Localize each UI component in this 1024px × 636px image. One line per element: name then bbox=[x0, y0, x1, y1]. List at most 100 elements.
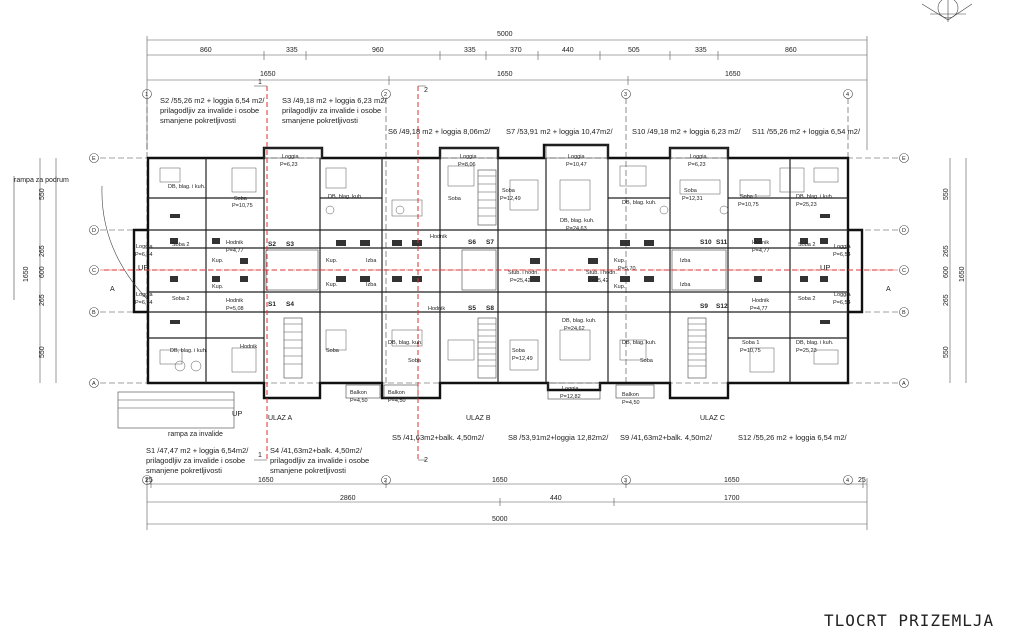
room-area: P=25,23 bbox=[796, 202, 817, 208]
room-label: Hodnik bbox=[226, 298, 243, 304]
unit-s4-note: prilagodljiv za invalide i osobe bbox=[270, 456, 369, 465]
dim-top-seg: 860 bbox=[200, 47, 212, 54]
stair-tag: S7 bbox=[486, 239, 494, 246]
room-label: DB, blag. i kuh. bbox=[168, 184, 206, 190]
room-area: P=4,50 bbox=[350, 398, 368, 404]
dim-top-seg: 335 bbox=[695, 47, 707, 54]
room-area: P=4,50 bbox=[622, 400, 640, 406]
stair-tag: S4 bbox=[286, 301, 294, 308]
stair-cores bbox=[265, 169, 727, 379]
room-area: P=6,54 bbox=[135, 300, 153, 306]
entrance-b-label: ULAZ B bbox=[466, 415, 491, 422]
dimension-bottom: 25 1650 1650 1650 25 2860 440 1700 5000 bbox=[145, 477, 868, 530]
room-label: Kup. bbox=[614, 284, 626, 290]
room-label: DB, blag. kuh. bbox=[562, 318, 597, 324]
room-area: P=10,75 bbox=[738, 202, 759, 208]
unit-s11-label: S11 /55,26 m2 + loggia 6,54 m2/ bbox=[752, 127, 861, 136]
room-area: P=6,54 bbox=[833, 252, 851, 258]
dim-top-third: 1650 bbox=[497, 71, 513, 78]
room-area: P=10,75 bbox=[232, 203, 253, 209]
room-area: P=8,06 bbox=[458, 162, 476, 168]
room-label: DB, blag. kuh. bbox=[560, 218, 595, 224]
axis-row-label: B bbox=[92, 310, 96, 316]
ramp-basement-label: rampa za podrum bbox=[14, 177, 69, 184]
room-label: Soba bbox=[326, 348, 340, 354]
dim-top-seg: 335 bbox=[286, 47, 298, 54]
dim-top-seg: 335 bbox=[464, 47, 476, 54]
section-marker: 1 bbox=[258, 79, 262, 86]
room-label: Izba bbox=[680, 258, 691, 264]
unit-labels-top: S2 /55,26 m2 + loggia 6,54 m2/ prilagodl… bbox=[160, 96, 861, 136]
room-area: P=25,42 bbox=[588, 278, 609, 284]
room-label: Kup. bbox=[212, 284, 224, 290]
room-area: P=4,77 bbox=[226, 248, 244, 254]
stair-tag: S11 bbox=[716, 239, 728, 246]
room-area: P=10,47 bbox=[566, 162, 587, 168]
dim-bottom-third: 1650 bbox=[724, 477, 740, 484]
unit-labels-bottom: S1 /47,47 m2 + loggia 6,54m2/ prilagodlj… bbox=[146, 433, 848, 475]
axis-row-label: C bbox=[92, 268, 96, 274]
room-label: Hodnik bbox=[752, 240, 769, 246]
room-label: Hodnik bbox=[226, 240, 243, 246]
room-label: Loggia bbox=[690, 154, 707, 160]
room-label: Loggia bbox=[562, 386, 579, 392]
dimension-right: 550 265 600 265 550 1650 bbox=[943, 158, 967, 383]
dim-right-total: 1650 bbox=[959, 266, 966, 282]
unit-s7-label: S7 /53,91 m2 + loggia 10,47m2/ bbox=[506, 127, 613, 136]
room-label: Loggia bbox=[136, 244, 153, 250]
unit-s6-label: S6 /49,18 m2 + loggia 8,06m2/ bbox=[388, 127, 491, 136]
dim-left: 265 bbox=[39, 294, 46, 306]
room-label: DB, blag. kuh. bbox=[388, 340, 423, 346]
room-label: Kup. bbox=[212, 258, 224, 264]
room-area: P=6,23 bbox=[280, 162, 298, 168]
unit-s4-label: S4 /41,63m2+balk. 4,50m2/ bbox=[270, 446, 363, 455]
room-label: DB, blag. i kuh. bbox=[170, 348, 208, 354]
unit-s2-note: smanjene pokretljivosti bbox=[160, 116, 236, 125]
room-label: Loggia bbox=[282, 154, 299, 160]
room-area: P=24,63 bbox=[566, 226, 587, 232]
dim-right: 550 bbox=[943, 346, 950, 358]
room-area: P=12,82 bbox=[560, 394, 581, 400]
section-marker: A bbox=[110, 286, 115, 293]
dim-bottom-third: 1650 bbox=[492, 477, 508, 484]
room-label: Izba bbox=[366, 258, 377, 264]
unit-s2-label: S2 /55,26 m2 + loggia 6,54 m2/ bbox=[160, 96, 265, 105]
room-label: Izba bbox=[680, 282, 691, 288]
room-area: P=24,62 bbox=[564, 326, 585, 332]
room-label: Soba bbox=[684, 188, 698, 194]
section-cut-lines bbox=[104, 85, 896, 461]
unit-s1-note: smanjene pokretljivosti bbox=[146, 466, 222, 475]
room-label: Soba 2 bbox=[172, 242, 189, 248]
room-labels: Loggia P=6,23 Loggia P=8,06 Loggia P=10,… bbox=[135, 154, 851, 406]
dimension-top: 5000 860 335 960 335 370 440 505 335 860… bbox=[146, 31, 868, 150]
dim-right: 600 bbox=[943, 266, 950, 278]
stair-tag: S12 bbox=[716, 303, 728, 310]
dim-bottom-third: 1650 bbox=[258, 477, 274, 484]
drawing-title: TLOCRT PRIZEMLJA bbox=[824, 611, 994, 630]
room-label: Loggia bbox=[834, 244, 851, 250]
room-area: P=25,23 bbox=[796, 348, 817, 354]
up-label: UP bbox=[232, 409, 242, 418]
section-marker: 1 bbox=[258, 452, 262, 459]
entrance-c-label: ULAZ C bbox=[700, 415, 725, 422]
dim-top-third: 1650 bbox=[260, 71, 276, 78]
room-label: Loggia bbox=[568, 154, 585, 160]
room-area: P=10,75 bbox=[740, 348, 761, 354]
unit-s2-note: prilagodljiv za invalide i osobe bbox=[160, 106, 259, 115]
dimension-left: 550 265 600 265 550 1650 bbox=[23, 158, 57, 383]
room-label: DB, blag. kuh. bbox=[328, 194, 363, 200]
room-label: Loggia bbox=[136, 292, 153, 298]
unit-s4-note: smanjene pokretljivosti bbox=[270, 466, 346, 475]
stair-tag: S6 bbox=[468, 239, 476, 246]
axis-row-label: E bbox=[92, 156, 96, 162]
dim-total-top: 5000 bbox=[497, 31, 513, 38]
unit-s9-label: S9 /41,63m2+balk. 4,50m2/ bbox=[620, 433, 713, 442]
stair-tag: S2 bbox=[268, 241, 276, 248]
room-label: Balkon bbox=[622, 392, 639, 398]
section-marker: 2 bbox=[424, 457, 428, 464]
stair-tag: S10 bbox=[700, 239, 712, 246]
dim-left: 265 bbox=[39, 245, 46, 257]
unit-s1-note: prilagodljiv za invalide i osobe bbox=[146, 456, 245, 465]
room-area: P=5,70 bbox=[618, 266, 636, 272]
unit-s12-label: S12 /55,26 m2 + loggia 6,54 m2/ bbox=[738, 433, 848, 442]
